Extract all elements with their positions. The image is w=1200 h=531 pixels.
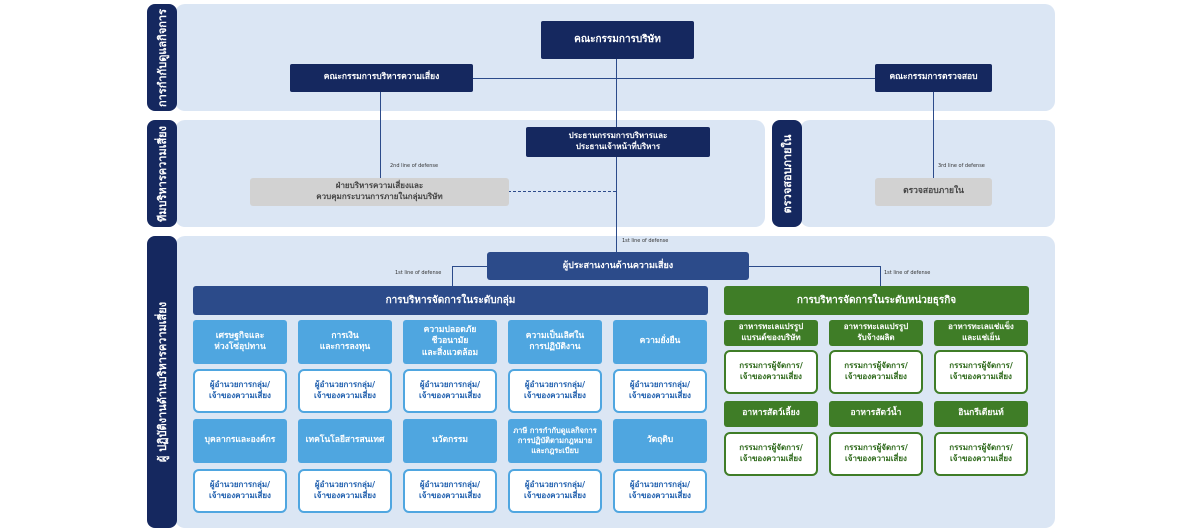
dashed-connector xyxy=(508,191,616,192)
risk-coordinator-box: ผู้ประสานงานด้านความเสี่ยง xyxy=(487,252,749,280)
connector-line xyxy=(933,92,934,178)
bu-owner-box: กรรมการผู้จัดการ/ เจ้าของความเสี่ยง xyxy=(934,432,1028,476)
group-category: ความยั่งยืน xyxy=(613,320,707,364)
group-category: เศรษฐกิจและ ห่วงโซ่อุปทาน xyxy=(193,320,287,364)
group-category: การเงิน และการลงทุน xyxy=(298,320,392,364)
group-owner-box: ผู้อำนวยการกลุ่ม/ เจ้าของความเสี่ยง xyxy=(193,369,287,413)
group-category: เทคโนโลยีสารสนเทศ xyxy=(298,419,392,463)
first-line-label-left: 1st line of defense xyxy=(395,270,442,276)
group-category: บุคลากรและองค์กร xyxy=(193,419,287,463)
business-unit-box: อาหารทะเลแปรรูป แบรนด์ของบริษัท xyxy=(724,320,818,346)
bu-owner-box: กรรมการผู้จัดการ/ เจ้าของความเสี่ยง xyxy=(829,432,923,476)
group-owner-box: ผู้อำนวยการกลุ่ม/ เจ้าของความเสี่ยง xyxy=(298,469,392,513)
label-governance: การกำกับดูแลกิจการ xyxy=(147,4,177,111)
audit-committee-box: คณะกรรมการตรวจสอบ xyxy=(875,64,992,92)
group-category: ความเป็นเลิศใน การปฏิบัติงาน xyxy=(508,320,602,364)
label-audit: ตรวจสอบภายใน xyxy=(772,120,802,227)
bu-owner-box: กรรมการผู้จัดการ/ เจ้าของความเสี่ยง xyxy=(934,350,1028,394)
group-category: นวัตกรรม xyxy=(403,419,497,463)
business-unit-box: อาหารสัตว์น้ำ xyxy=(829,401,923,427)
business-unit-box: อาหารทะเลแปรรูป รับจ้างผลิต xyxy=(829,320,923,346)
board-box: คณะกรรมการบริษัท xyxy=(541,21,694,59)
business-unit-box: อินกรีเดียนท์ xyxy=(934,401,1028,427)
group-level-header: การบริหารจัดการในระดับกลุ่ม xyxy=(193,286,708,315)
connector-line xyxy=(880,266,881,286)
group-owner-box: ผู้อำนวยการกลุ่ม/ เจ้าของความเสี่ยง xyxy=(613,369,707,413)
second-line-label: 2nd line of defense xyxy=(390,163,439,169)
label-risk-oversight: ทีมบริหารความเสี่ยง xyxy=(147,120,177,227)
label-risk-owners: ผู้ ปฏิบัติงานด้านบริหารความเสี่ยง xyxy=(147,236,177,528)
third-line-label: 3rd line of defense xyxy=(938,163,985,169)
group-owner-box: ผู้อำนวยการกลุ่ม/ เจ้าของความเสี่ยง xyxy=(508,369,602,413)
bu-owner-box: กรรมการผู้จัดการ/ เจ้าของความเสี่ยง xyxy=(724,432,818,476)
group-owner-box: ผู้อำนวยการกลุ่ม/ เจ้าของความเสี่ยง xyxy=(613,469,707,513)
connector-line xyxy=(452,266,488,267)
business-unit-box: อาหารสัตว์เลี้ยง xyxy=(724,401,818,427)
group-category: ภาษี การกำกับดูแลกิจการ การปฏิบัติตามกฎห… xyxy=(508,419,602,463)
connector-line xyxy=(452,266,453,286)
risk-department-box: ฝ่ายบริหารความเสี่ยงและ ควบคุมกระบวนการภ… xyxy=(250,178,509,206)
connector-line xyxy=(473,78,875,79)
group-owner-box: ผู้อำนวยการกลุ่ม/ เจ้าของความเสี่ยง xyxy=(193,469,287,513)
group-owner-box: ผู้อำนวยการกลุ่ม/ เจ้าของความเสี่ยง xyxy=(508,469,602,513)
group-category: ความปลอดภัย ชีวอนามัย และสิ่งแวดล้อม xyxy=(403,320,497,364)
band-audit xyxy=(800,120,1055,227)
risk-committee-box: คณะกรรมการบริหารความเสี่ยง xyxy=(290,64,473,92)
group-owner-box: ผู้อำนวยการกลุ่ม/ เจ้าของความเสี่ยง xyxy=(298,369,392,413)
group-owner-box: ผู้อำนวยการกลุ่ม/ เจ้าของความเสี่ยง xyxy=(403,469,497,513)
connector-line xyxy=(748,266,880,267)
bu-owner-box: กรรมการผู้จัดการ/ เจ้าของความเสี่ยง xyxy=(829,350,923,394)
bu-owner-box: กรรมการผู้จัดการ/ เจ้าของความเสี่ยง xyxy=(724,350,818,394)
first-line-label-right: 1st line of defense xyxy=(884,270,931,276)
group-owner-box: ผู้อำนวยการกลุ่ม/ เจ้าของความเสี่ยง xyxy=(403,369,497,413)
connector-line xyxy=(380,92,381,178)
internal-audit-box: ตรวจสอบภายใน xyxy=(875,178,992,206)
business-unit-header: การบริหารจัดการในระดับหน่วยธุรกิจ xyxy=(724,286,1029,315)
business-unit-box: อาหารทะเลแช่แข็ง และแช่เย็น xyxy=(934,320,1028,346)
chairman-ceo-box: ประธานกรรมการบริหารและ ประธานเจ้าหน้าที่… xyxy=(526,127,710,157)
first-line-label-center: 1st line of defense xyxy=(622,238,669,244)
group-category: วัตถุดิบ xyxy=(613,419,707,463)
